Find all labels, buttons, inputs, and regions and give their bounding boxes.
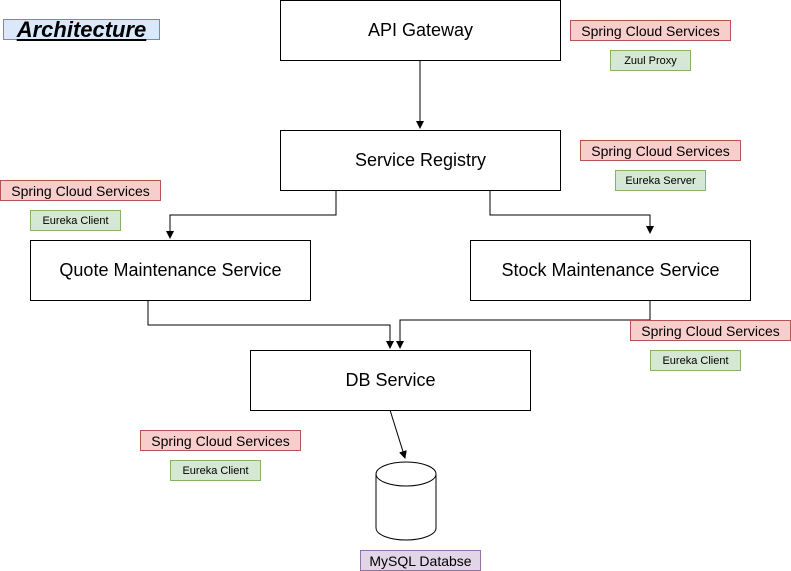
quote-eureka-client-tag: Eureka Client bbox=[30, 210, 121, 231]
stock-maintenance-node: Stock Maintenance Service bbox=[470, 240, 751, 301]
db-eureka-client-tag: Eureka Client bbox=[170, 460, 261, 481]
edge-registry-to-stock bbox=[489, 190, 654, 234]
db-service-node: DB Service bbox=[250, 350, 531, 411]
db-spring-cloud-tag: Spring Cloud Services bbox=[140, 430, 301, 451]
quote-maintenance-node: Quote Maintenance Service bbox=[30, 240, 311, 301]
database-cylinder-icon bbox=[375, 461, 437, 541]
gateway-zuul-proxy-tag: Zuul Proxy bbox=[610, 50, 691, 71]
stock-spring-cloud-tag: Spring Cloud Services bbox=[630, 320, 791, 341]
gateway-spring-cloud-tag: Spring Cloud Services bbox=[570, 20, 731, 41]
diagram-title: Architecture bbox=[3, 19, 160, 41]
registry-spring-cloud-tag: Spring Cloud Services bbox=[580, 140, 741, 161]
edge-quote-to-db bbox=[147, 300, 394, 349]
quote-spring-cloud-tag: Spring Cloud Services bbox=[0, 180, 161, 201]
service-registry-node: Service Registry bbox=[280, 130, 561, 191]
mysql-database-label: MySQL Databse bbox=[360, 550, 481, 571]
api-gateway-node: API Gateway bbox=[280, 0, 561, 61]
edge-stock-to-db bbox=[396, 300, 651, 349]
edge-registry-to-quote bbox=[166, 190, 337, 239]
stock-eureka-client-tag: Eureka Client bbox=[650, 350, 741, 371]
edge-db-to-mysql bbox=[389, 409, 407, 459]
registry-eureka-server-tag: Eureka Server bbox=[615, 170, 706, 191]
